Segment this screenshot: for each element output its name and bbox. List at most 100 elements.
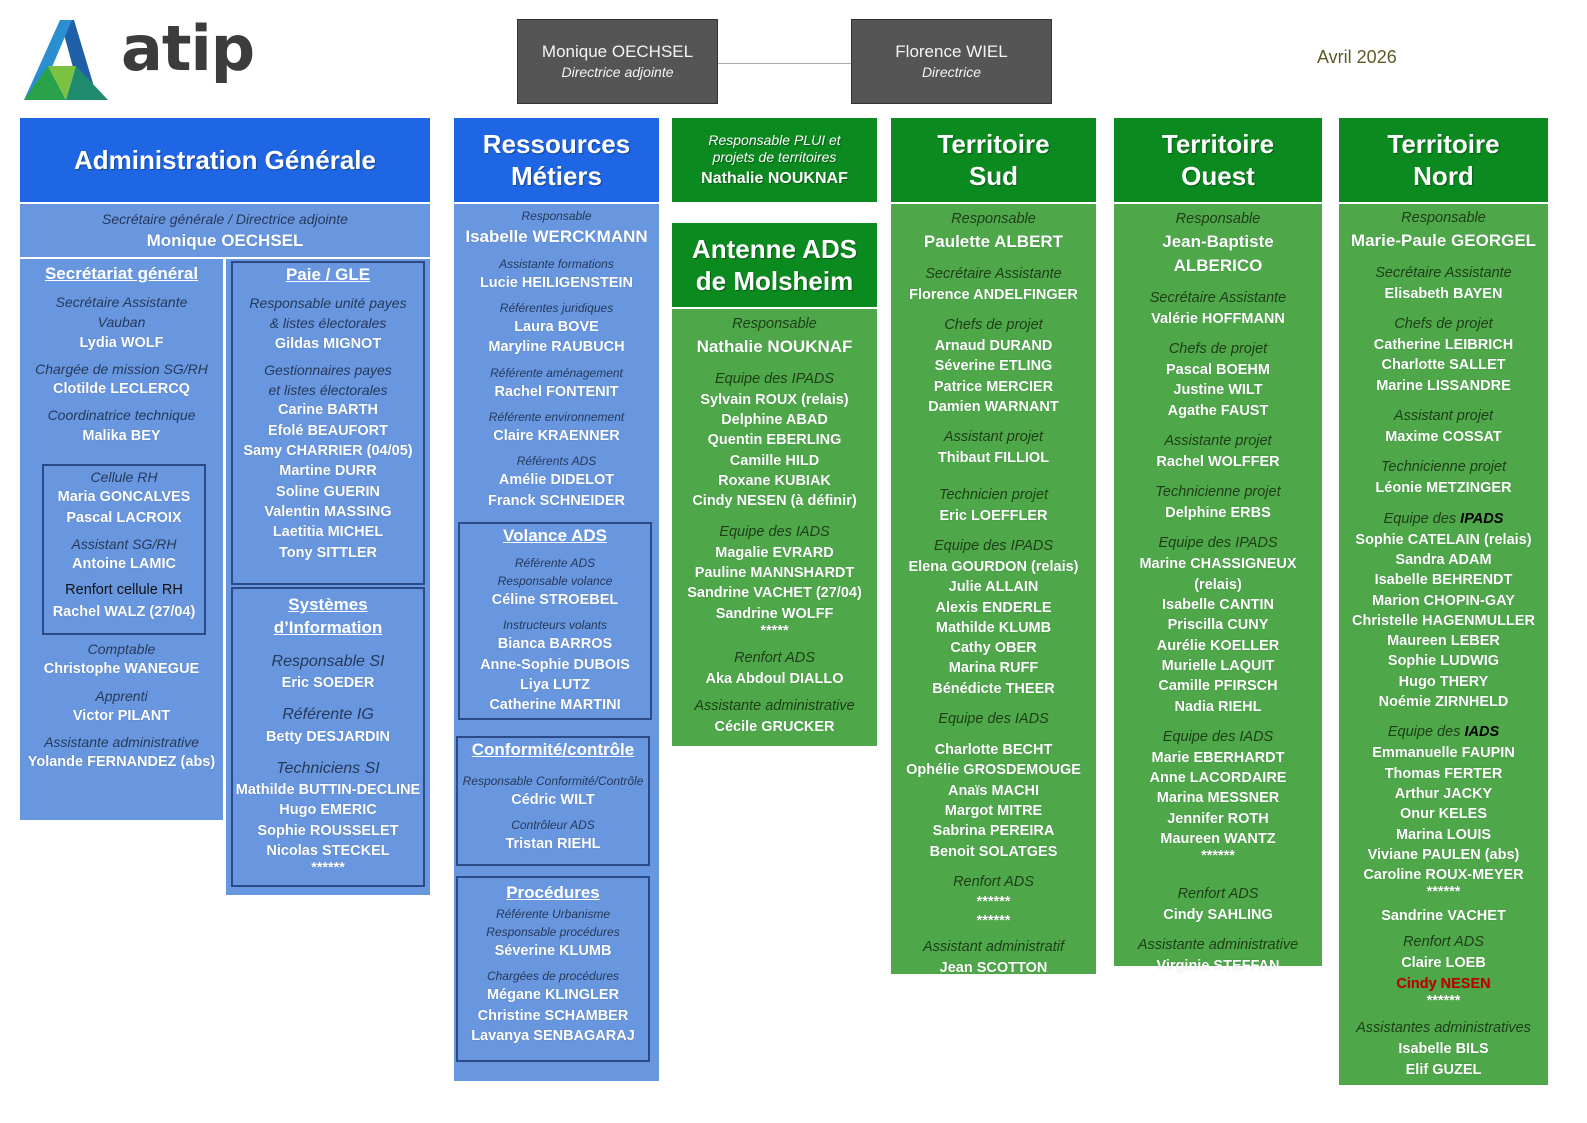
person-name: Mathilde KLUMB [935,619,1052,636]
person-name: Cédric WILT [511,791,595,808]
person-name: Jennifer ROTH [1167,810,1269,827]
person-name: Bénédicte THEER [932,680,1055,697]
person-name: Efolé BEAUFORT [267,422,389,439]
vacancy-marker: ****** [311,860,345,877]
person-name: Sophie ROUSSELET [257,822,399,839]
person-name: Laetitia MICHEL [272,524,384,541]
person-name: Arthur JACKY [1394,785,1493,802]
person-name: Lydia WOLF [79,334,164,351]
role-label: Assistante administrative [44,734,199,751]
rm-box: Responsable Isabelle WERCKMANN Assistant… [454,204,659,1081]
paie-gle-box: Paie / GLE Responsable unité payes & lis… [231,261,425,585]
director-connector [718,63,851,64]
person-name: Viviane PAULEN (abs) [1367,846,1520,863]
role-label: Référente aménagement [490,365,623,380]
atip-logo: atip [18,12,255,106]
person-name: ALBERICO [1173,255,1263,275]
person-name: Sandra ADAM [1395,551,1492,568]
role-label: Assistante administrative [1137,937,1299,954]
role-label: Assistante projet [1164,432,1272,449]
paie-si-box: Paie / GLE Responsable unité payes & lis… [226,259,430,895]
person-name: Betty DESJARDIN [265,728,391,745]
director-box-adjointe: Monique OECHSEL Directrice adjointe [517,19,718,104]
person-name: Cindy SAHLING [1163,906,1273,923]
role-label: Assistante administrative [694,697,855,714]
conformite-box: Conformité/contrôle Responsable Conformi… [456,736,650,866]
person-name: Sandrine VACHET [1381,907,1506,924]
person-name: Nadia RIEHL [1174,698,1262,715]
role-label: Chefs de projet [1168,340,1268,357]
role-label: Référente environnement [488,409,625,424]
brand-name: atip [121,12,255,85]
person-name: Tristan RIEHL [505,836,601,853]
person-name: Nicolas STECKEL [266,842,390,859]
person-name: Soline GUERIN [276,483,380,500]
person-name: Clotilde LECLERCQ [53,381,190,398]
volance-box: Volance ADS Référente ADS Responsable vo… [458,522,652,720]
person-name: Isabelle BEHRENDT [1374,572,1513,589]
role-label: Renfort ADS [734,650,815,667]
person-name: Isabelle CANTIN [1162,597,1274,614]
role-label: Apprenti [95,687,148,704]
person-name: Laura BOVE [514,319,599,336]
person-name: Arnaud DURAND [934,338,1053,355]
role-label: Assistant projet [943,429,1044,446]
person-name: Camille HILD [729,452,820,469]
person-name: Caroline ROUX-MEYER [1363,867,1524,884]
person-name: Anaïs MACHI [947,782,1040,799]
person-name: Charlotte BECHT [934,742,1053,759]
role-label: Assistant administratif [922,938,1065,955]
role-label: Responsable PLUI et [708,131,841,148]
role-label: Secrétaire Assistante [925,265,1062,282]
director-box-directrice: Florence WIEL Directrice [851,19,1052,104]
person-name: Thomas FERTER [1384,765,1503,782]
person-name: Bianca BARROS [497,636,613,653]
person-name: Marine LISSANDRE [1376,377,1511,394]
role-label: Technicien projet [938,486,1049,503]
role-label: Responsable Conformité/Contrôle [462,773,644,788]
person-name: Christine SCHAMBER [477,1007,629,1024]
person-name: Maxime COSSAT [1385,429,1502,446]
person-name: Lucie HEILIGENSTEIN [479,274,634,291]
director-role: Directrice adjointe [561,64,674,80]
role-label: Secrétaire Assistante [55,293,188,310]
role-label: Référente ADS [514,555,596,570]
person-name: Eric SOEDER [281,675,375,692]
sud-box: Responsable Paulette ALBERT Secrétaire A… [891,204,1096,976]
admin-sg-name: Monique OECHSEL [146,231,304,251]
director-role: Directrice [921,64,982,80]
role-label: Technicienne projet [1155,484,1281,501]
person-name: Rachel WOLFFER [1156,453,1280,470]
person-name: Florence ANDELFINGER [909,286,1078,303]
person-name: (relais) [1194,576,1242,593]
person-name: Virginie STEFFAN [1156,958,1280,975]
role-label: Equipe des [1387,724,1465,741]
plui-box: Responsable PLUI et projets de territoir… [672,118,877,202]
role-label: Technicienne projet [1380,459,1507,476]
paie-title: Paie / GLE [285,265,371,284]
person-name: Rachel WALZ (27/04) [52,603,196,620]
admin-sg-role: Secrétaire générale / Directrice adjoint… [102,211,348,227]
person-name: Cathy OBER [950,640,1037,657]
person-name: Christophe WANEGUE [43,661,200,678]
vacancy-marker: ****** [976,893,1011,910]
vacancy-marker: ****** [976,912,1011,929]
person-name: Sylvain ROUX (relais) [700,391,849,408]
role-label: Responsable [521,209,592,223]
role-label: Responsable volance [497,573,613,588]
nord-title: Nord [1413,161,1474,191]
person-name: Maureen LEBER [1387,633,1500,650]
ads-header: Antenne ADS de Molsheim [672,223,877,307]
role-label: Assistante formations [499,256,614,271]
person-name: Céline STROEBEL [491,591,619,608]
person-name: Aurélie KOELLER [1156,637,1280,654]
person-name: Agathe FAUST [1167,402,1269,419]
person-name: Tony SITTLER [278,544,377,561]
person-name: Franck SCHNEIDER [488,492,625,509]
role-label: Secrétaire Assistante [1375,264,1512,281]
person-name: Delphine ABAD [721,412,828,429]
nord-box: Responsable Marie-Paule GEORGEL Secrétai… [1339,204,1548,1085]
person-name: Nathalie NOUKNAF [696,337,853,357]
person-name: Gildas MIGNOT [274,335,382,352]
role-label: Equipe des IPADS [714,370,835,387]
